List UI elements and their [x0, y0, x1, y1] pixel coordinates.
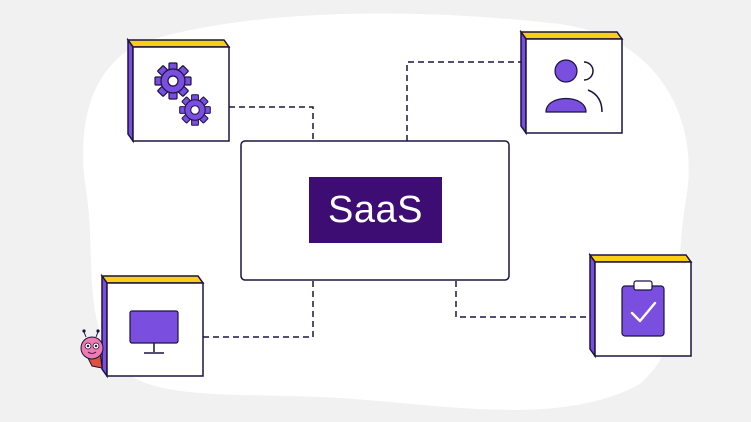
node-tasks: [588, 252, 693, 359]
connector-tasks: [455, 281, 590, 318]
connectors: [202, 61, 590, 338]
user-profile-icon: [545, 59, 603, 113]
connector-settings: [229, 106, 314, 141]
saas-label: SaaS: [328, 188, 423, 231]
node-tasks-top: [588, 254, 693, 263]
node-settings-top: [126, 39, 231, 48]
saas-badge: [309, 177, 442, 243]
node-settings: [126, 37, 231, 144]
node-users-top: [519, 31, 624, 40]
node-users-face: [525, 38, 623, 134]
node-desktop: [100, 273, 205, 379]
gears-icon: [154, 62, 211, 126]
connector-users: [406, 61, 521, 141]
bug-mascot-icon: [80, 329, 104, 369]
node-desktop-top: [100, 275, 205, 284]
monitor-icon: [129, 310, 179, 354]
connector-desktop: [202, 281, 314, 338]
node-users: [519, 29, 624, 136]
clipboard-check-icon: [621, 280, 665, 337]
